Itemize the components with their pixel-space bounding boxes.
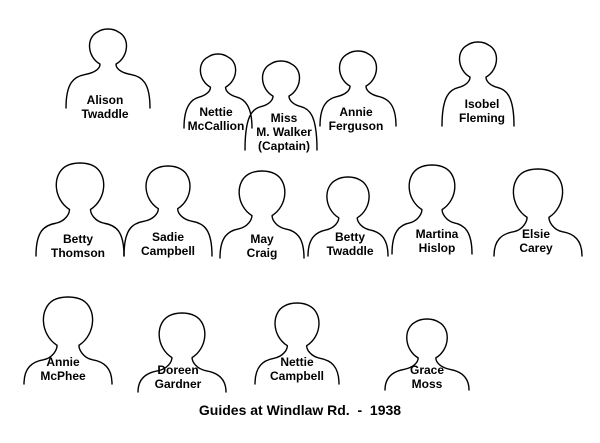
silhouette-nettie-campbell	[254, 302, 340, 385]
silhouette-alison-twaddle	[65, 28, 151, 109]
silhouette-may-craig	[219, 170, 305, 259]
caption: Guides at Windlaw Rd. - 1938	[198, 402, 402, 418]
silhouette-grace-moss	[384, 318, 470, 391]
silhouette-elsie-carey	[493, 168, 583, 257]
silhouette-sadie-campbell	[123, 165, 213, 257]
silhouette-betty-thomson	[35, 162, 125, 257]
silhouette-doreen-gardner	[137, 312, 227, 393]
silhouette-isobel-fleming	[441, 41, 515, 127]
silhouette-nettie-mccallion	[183, 53, 253, 129]
silhouette-annie-ferguson	[319, 50, 397, 127]
silhouette-annie-mcphee	[23, 296, 113, 385]
silhouette-betty-twaddle	[307, 176, 389, 257]
silhouette-miss-m-walker	[244, 60, 318, 151]
silhouette-martina-hislop	[391, 164, 473, 255]
